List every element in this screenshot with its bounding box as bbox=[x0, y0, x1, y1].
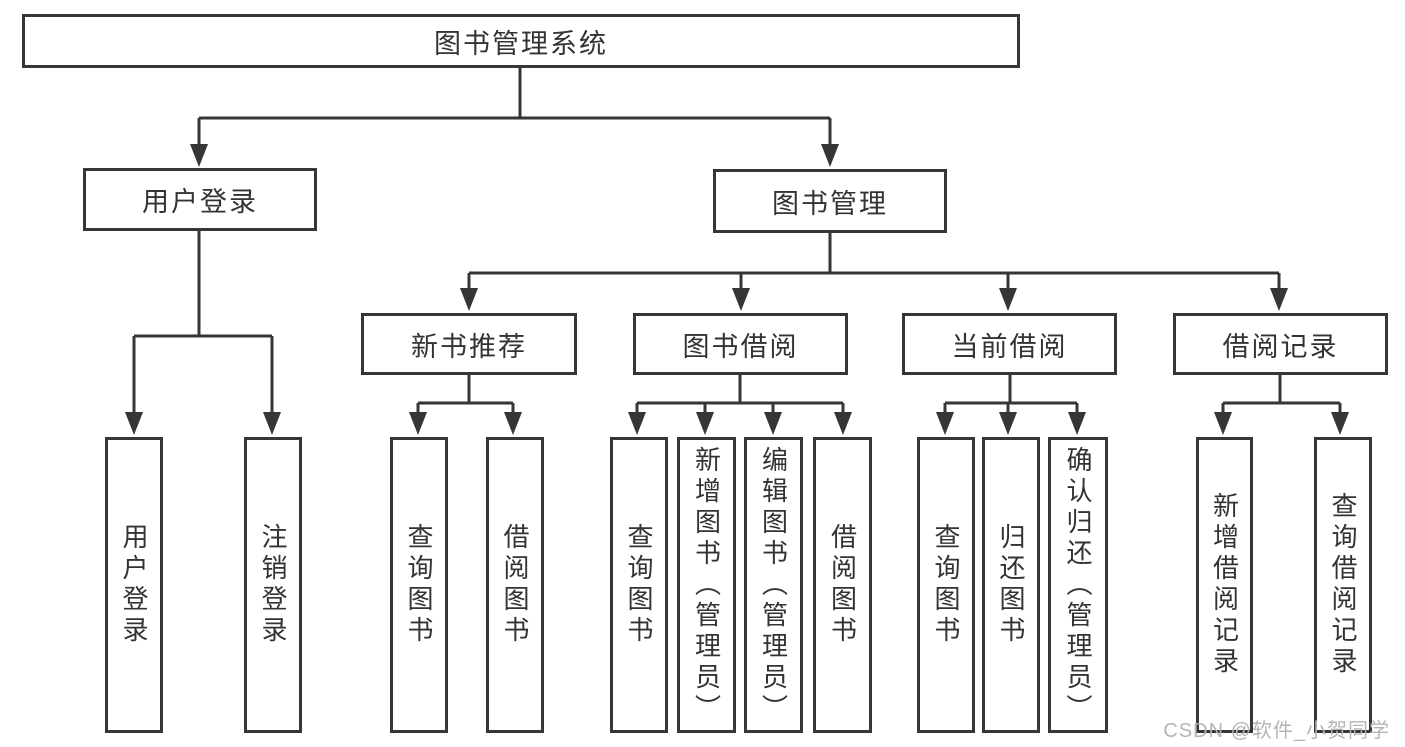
node-label: 查询借阅记录 bbox=[1328, 492, 1358, 678]
csdn-watermark: CSDN @软件_小贺同学 bbox=[1163, 720, 1390, 742]
leaf-records-add-record: 新增借阅记录 bbox=[1196, 437, 1253, 733]
node-label: 查询图书 bbox=[624, 523, 654, 647]
node-book-borrow: 图书借阅 bbox=[633, 313, 848, 375]
leaf-recommend-borrow-books: 借阅图书 bbox=[486, 437, 544, 733]
node-label: 图书管理 bbox=[772, 188, 888, 219]
node-root-system: 图书管理系统 bbox=[22, 14, 1020, 68]
node-label: 注销登录 bbox=[258, 523, 288, 647]
node-label: 编辑图书（管理员） bbox=[758, 445, 789, 725]
node-label: 图书管理系统 bbox=[434, 28, 608, 59]
node-new-book-recommend: 新书推荐 bbox=[361, 313, 577, 375]
leaf-current-return-books: 归还图书 bbox=[982, 437, 1040, 733]
leaf-logout: 注销登录 bbox=[244, 437, 302, 733]
node-label: 用户登录 bbox=[119, 523, 149, 647]
leaf-borrow-edit-books-admin: 编辑图书（管理员） bbox=[744, 437, 803, 733]
node-borrow-records: 借阅记录 bbox=[1173, 313, 1388, 375]
node-label: 借阅图书 bbox=[500, 523, 530, 647]
leaf-user-login: 用户登录 bbox=[105, 437, 163, 733]
node-label: 图书借阅 bbox=[682, 331, 799, 362]
leaf-borrow-borrow-books: 借阅图书 bbox=[813, 437, 872, 733]
node-current-borrow: 当前借阅 bbox=[902, 313, 1117, 375]
leaf-current-confirm-return-admin: 确认归还（管理员） bbox=[1048, 437, 1108, 733]
leaf-recommend-query-books: 查询图书 bbox=[390, 437, 448, 733]
node-label: 新增借阅记录 bbox=[1209, 492, 1240, 678]
node-label: 借阅图书 bbox=[827, 523, 858, 647]
node-label: 确认归还（管理员） bbox=[1063, 445, 1093, 725]
node-user-login: 用户登录 bbox=[83, 168, 317, 231]
node-label: 借阅记录 bbox=[1222, 331, 1339, 362]
leaf-records-query-record: 查询借阅记录 bbox=[1314, 437, 1372, 733]
node-label: 用户登录 bbox=[142, 187, 258, 217]
leaf-borrow-query-books: 查询图书 bbox=[610, 437, 668, 733]
node-label: 新书推荐 bbox=[411, 331, 527, 362]
leaf-borrow-add-books-admin: 新增图书（管理员） bbox=[677, 437, 736, 733]
node-label: 查询图书 bbox=[931, 523, 961, 647]
node-label: 新增图书（管理员） bbox=[691, 445, 722, 725]
node-label: 归还图书 bbox=[996, 523, 1026, 647]
node-label: 当前借阅 bbox=[951, 331, 1068, 362]
node-label: 查询图书 bbox=[404, 523, 434, 647]
node-book-management: 图书管理 bbox=[713, 169, 947, 233]
leaf-current-query-books: 查询图书 bbox=[917, 437, 975, 733]
